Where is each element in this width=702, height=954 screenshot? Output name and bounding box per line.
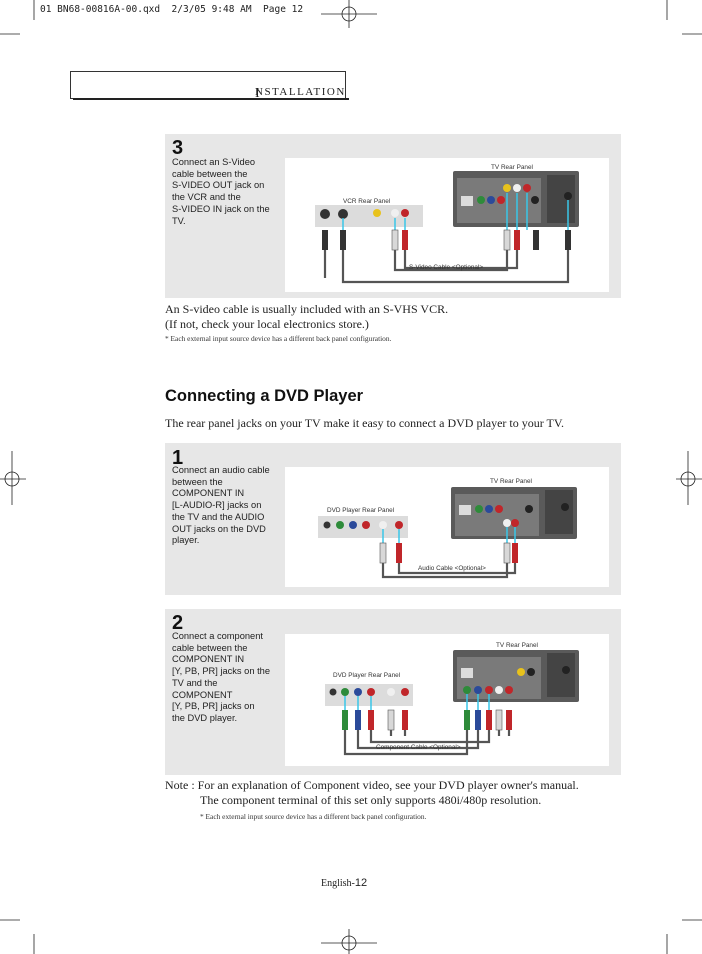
step-number: 1: [172, 447, 184, 469]
tv-panel-label: TV Rear Panel: [491, 164, 533, 171]
tv-panel-label: TV Rear Panel: [490, 478, 532, 485]
device-panel-label: VCR Rear Panel: [343, 198, 391, 205]
device-panel-label: DVD Player Rear Panel: [327, 507, 395, 514]
page-number: English-12: [321, 877, 368, 889]
component-diagram-art: [325, 650, 579, 756]
cable-label: Component Cable <Optional>: [376, 744, 461, 751]
footnote: * Each external input source device has …: [200, 812, 427, 821]
device-panel-label: DVD Player Rear Panel: [333, 672, 401, 679]
audio-diagram-art: [318, 487, 577, 579]
cable-label: Audio Cable <Optional>: [418, 565, 486, 572]
footnote: * Each external input source device has …: [165, 334, 392, 343]
print-slug: 01 BN68-00816A-00.qxd 2/3/05 9:48 AM Pag…: [40, 4, 304, 15]
tv-panel-label: TV Rear Panel: [496, 642, 538, 649]
svideo-diagram-art: [315, 171, 579, 284]
step-number: 2: [172, 612, 184, 634]
step-number: 3: [172, 137, 184, 159]
section-intro: The rear panel jacks on your TV make it …: [165, 416, 564, 430]
svideo-connection-diagram: TV Rear Panel VCR Rear Panel S-Video Cab…: [285, 158, 609, 292]
component-connection-diagram: TV Rear Panel DVD Player Rear Panel Comp…: [285, 634, 609, 766]
cable-label: S-Video Cable <Optional>: [409, 264, 484, 271]
audio-connection-diagram: TV Rear Panel DVD Player Rear Panel Audi…: [285, 467, 609, 587]
svhs-note: An S-video cable is usually included wit…: [165, 302, 449, 331]
component-note: Note : For an explanation of Component v…: [165, 778, 579, 807]
section-heading: Connecting a DVD Player: [165, 387, 364, 405]
